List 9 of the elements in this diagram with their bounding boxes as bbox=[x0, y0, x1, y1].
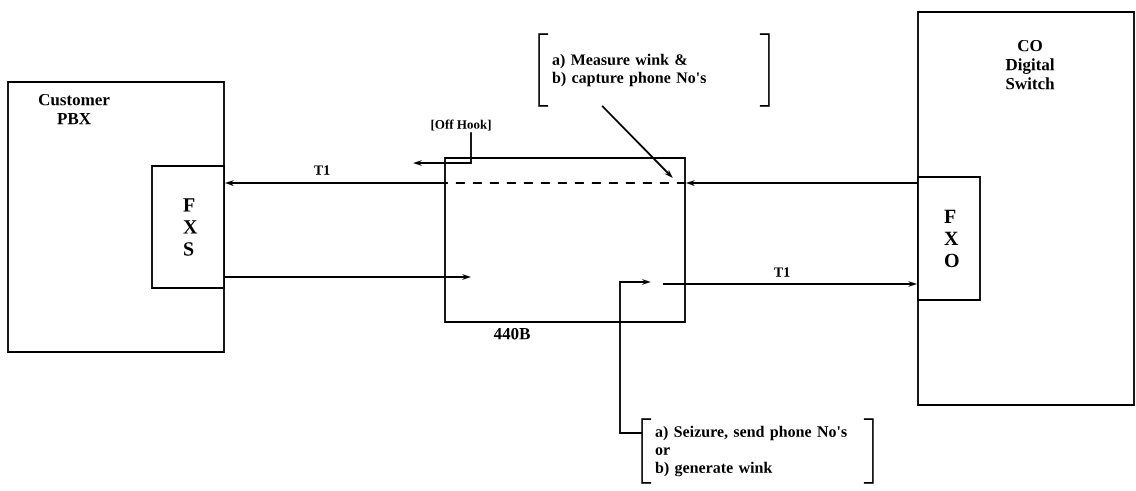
node-label: 440B bbox=[493, 327, 530, 340]
device-box: 440B bbox=[444, 157, 686, 340]
bracket-callout: a) Measure wink & b) capture phone No's bbox=[538, 33, 770, 107]
port-box: F X S bbox=[151, 165, 225, 289]
edge-label: T1 bbox=[772, 266, 792, 278]
edge-label: T1 bbox=[312, 164, 332, 176]
status-label: [Off Hook] bbox=[431, 119, 491, 131]
bracket-callout: a) Seizure, send phone No's or b) generate wink bbox=[641, 418, 874, 484]
port-box: F X O bbox=[917, 176, 981, 301]
